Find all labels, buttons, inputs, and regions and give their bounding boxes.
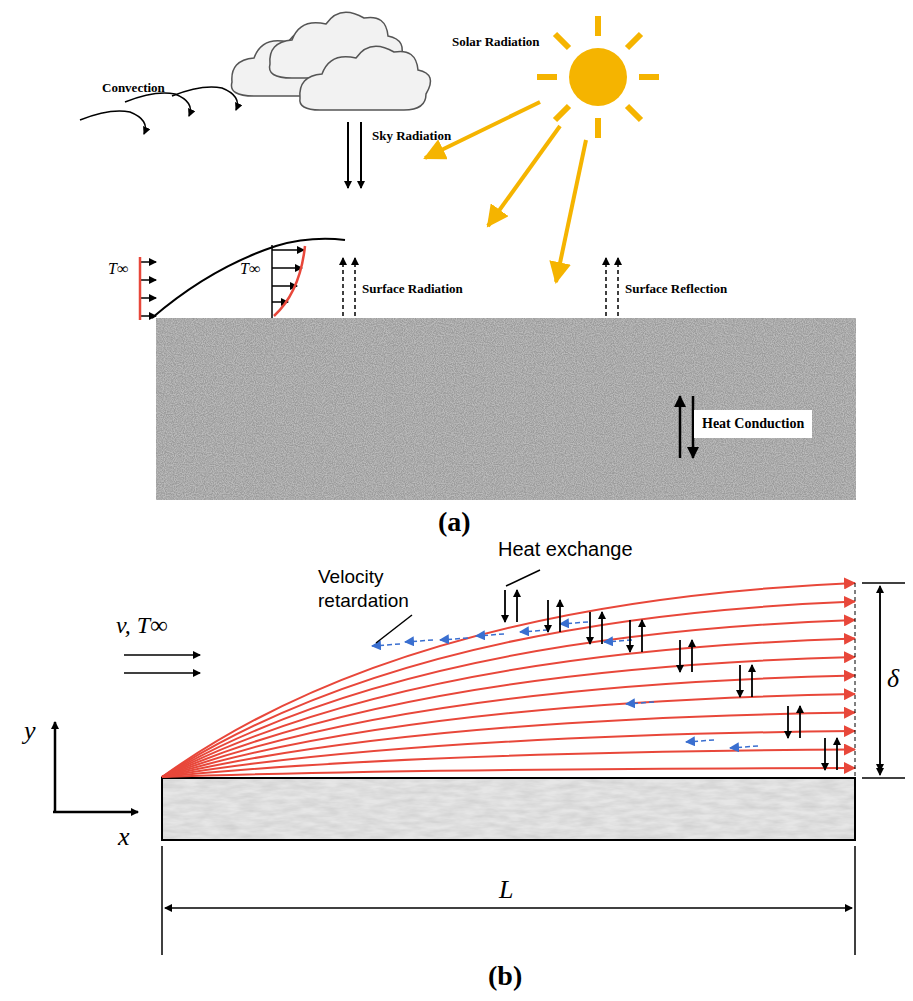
panel-label: (a) xyxy=(438,506,471,538)
heat-arrow-up xyxy=(601,612,603,644)
heat-arrow-down xyxy=(547,600,549,632)
retardation-arrow xyxy=(476,634,504,636)
dimension-label: δ xyxy=(886,664,900,694)
heat-arrow-up xyxy=(691,640,693,672)
heat-arrow-up xyxy=(516,590,518,622)
dimension-label: L xyxy=(499,875,513,905)
annotation-label: Heat exchange xyxy=(498,538,633,561)
radiation-label: Sky Radiation xyxy=(372,128,451,144)
velocity-line xyxy=(162,713,855,778)
heat-arrow-down xyxy=(787,706,789,738)
retardation-arrow xyxy=(560,622,588,624)
heat-arrow-down xyxy=(629,620,631,652)
retardation-arrow xyxy=(520,630,548,632)
velocity-line xyxy=(162,583,855,777)
dimension-lines xyxy=(53,570,905,955)
velocity-line xyxy=(162,768,855,777)
velocity-line xyxy=(162,657,855,777)
retardation-arrow xyxy=(440,638,468,640)
sky-radiation-arrows xyxy=(348,122,361,188)
pavement-texture xyxy=(156,318,856,500)
plate-texture xyxy=(163,779,854,839)
velocity-line xyxy=(162,694,855,777)
velocity-line xyxy=(162,620,855,777)
flow-label: v, T∞ xyxy=(116,612,167,639)
retardation-arrow xyxy=(626,702,654,704)
heat-arrow-down xyxy=(824,738,826,770)
heat-arrow-down xyxy=(504,590,506,622)
retardation-arrow xyxy=(686,740,714,742)
retardation-arrow xyxy=(372,644,400,646)
panel-label: (b) xyxy=(488,960,522,992)
axis-label: x xyxy=(118,822,130,852)
heat-exchange-arrows xyxy=(505,590,837,770)
heat-arrow-up xyxy=(836,738,838,770)
sun xyxy=(425,16,659,282)
radiation-label: Surface Radiation xyxy=(362,281,463,297)
cloud xyxy=(231,12,430,110)
retardation-arrow xyxy=(604,640,632,642)
temperature-label: T∞ xyxy=(108,260,128,278)
heat-arrow-down xyxy=(589,612,591,644)
velocity-line xyxy=(162,639,855,778)
surface-arrows xyxy=(343,258,618,316)
retardation-arrow xyxy=(730,746,758,748)
plate xyxy=(162,778,855,840)
retardation-arrow xyxy=(405,640,433,642)
label-box: Heat Conduction xyxy=(694,410,812,438)
velocity-line xyxy=(162,676,855,778)
heat-arrow-up xyxy=(641,620,643,652)
axis-label: y xyxy=(24,716,36,746)
heat-arrow-down xyxy=(739,665,741,697)
reflection-label: Surface Reflection xyxy=(625,281,727,297)
velocity-line xyxy=(162,602,855,778)
heat-arrow-up xyxy=(559,600,561,632)
velocity-profile-lines xyxy=(162,583,855,777)
heat-arrow-down xyxy=(679,640,681,672)
radiation-label: Solar Radiation xyxy=(452,34,540,50)
retardation-arrows xyxy=(372,622,758,748)
heat-arrow-up xyxy=(799,706,801,738)
velocity-line xyxy=(162,731,855,777)
velocity-line xyxy=(162,750,855,778)
process-label: Convection xyxy=(102,80,165,96)
temperature-label: T∞ xyxy=(240,260,260,278)
box-text: Heat Conduction xyxy=(694,410,812,438)
pavement-block xyxy=(156,318,856,500)
conduction-arrows xyxy=(680,396,693,458)
heat-arrow-up xyxy=(751,665,753,697)
boundary-layer-profiles xyxy=(140,239,345,320)
annotation-label: Velocity retardation xyxy=(318,565,428,613)
